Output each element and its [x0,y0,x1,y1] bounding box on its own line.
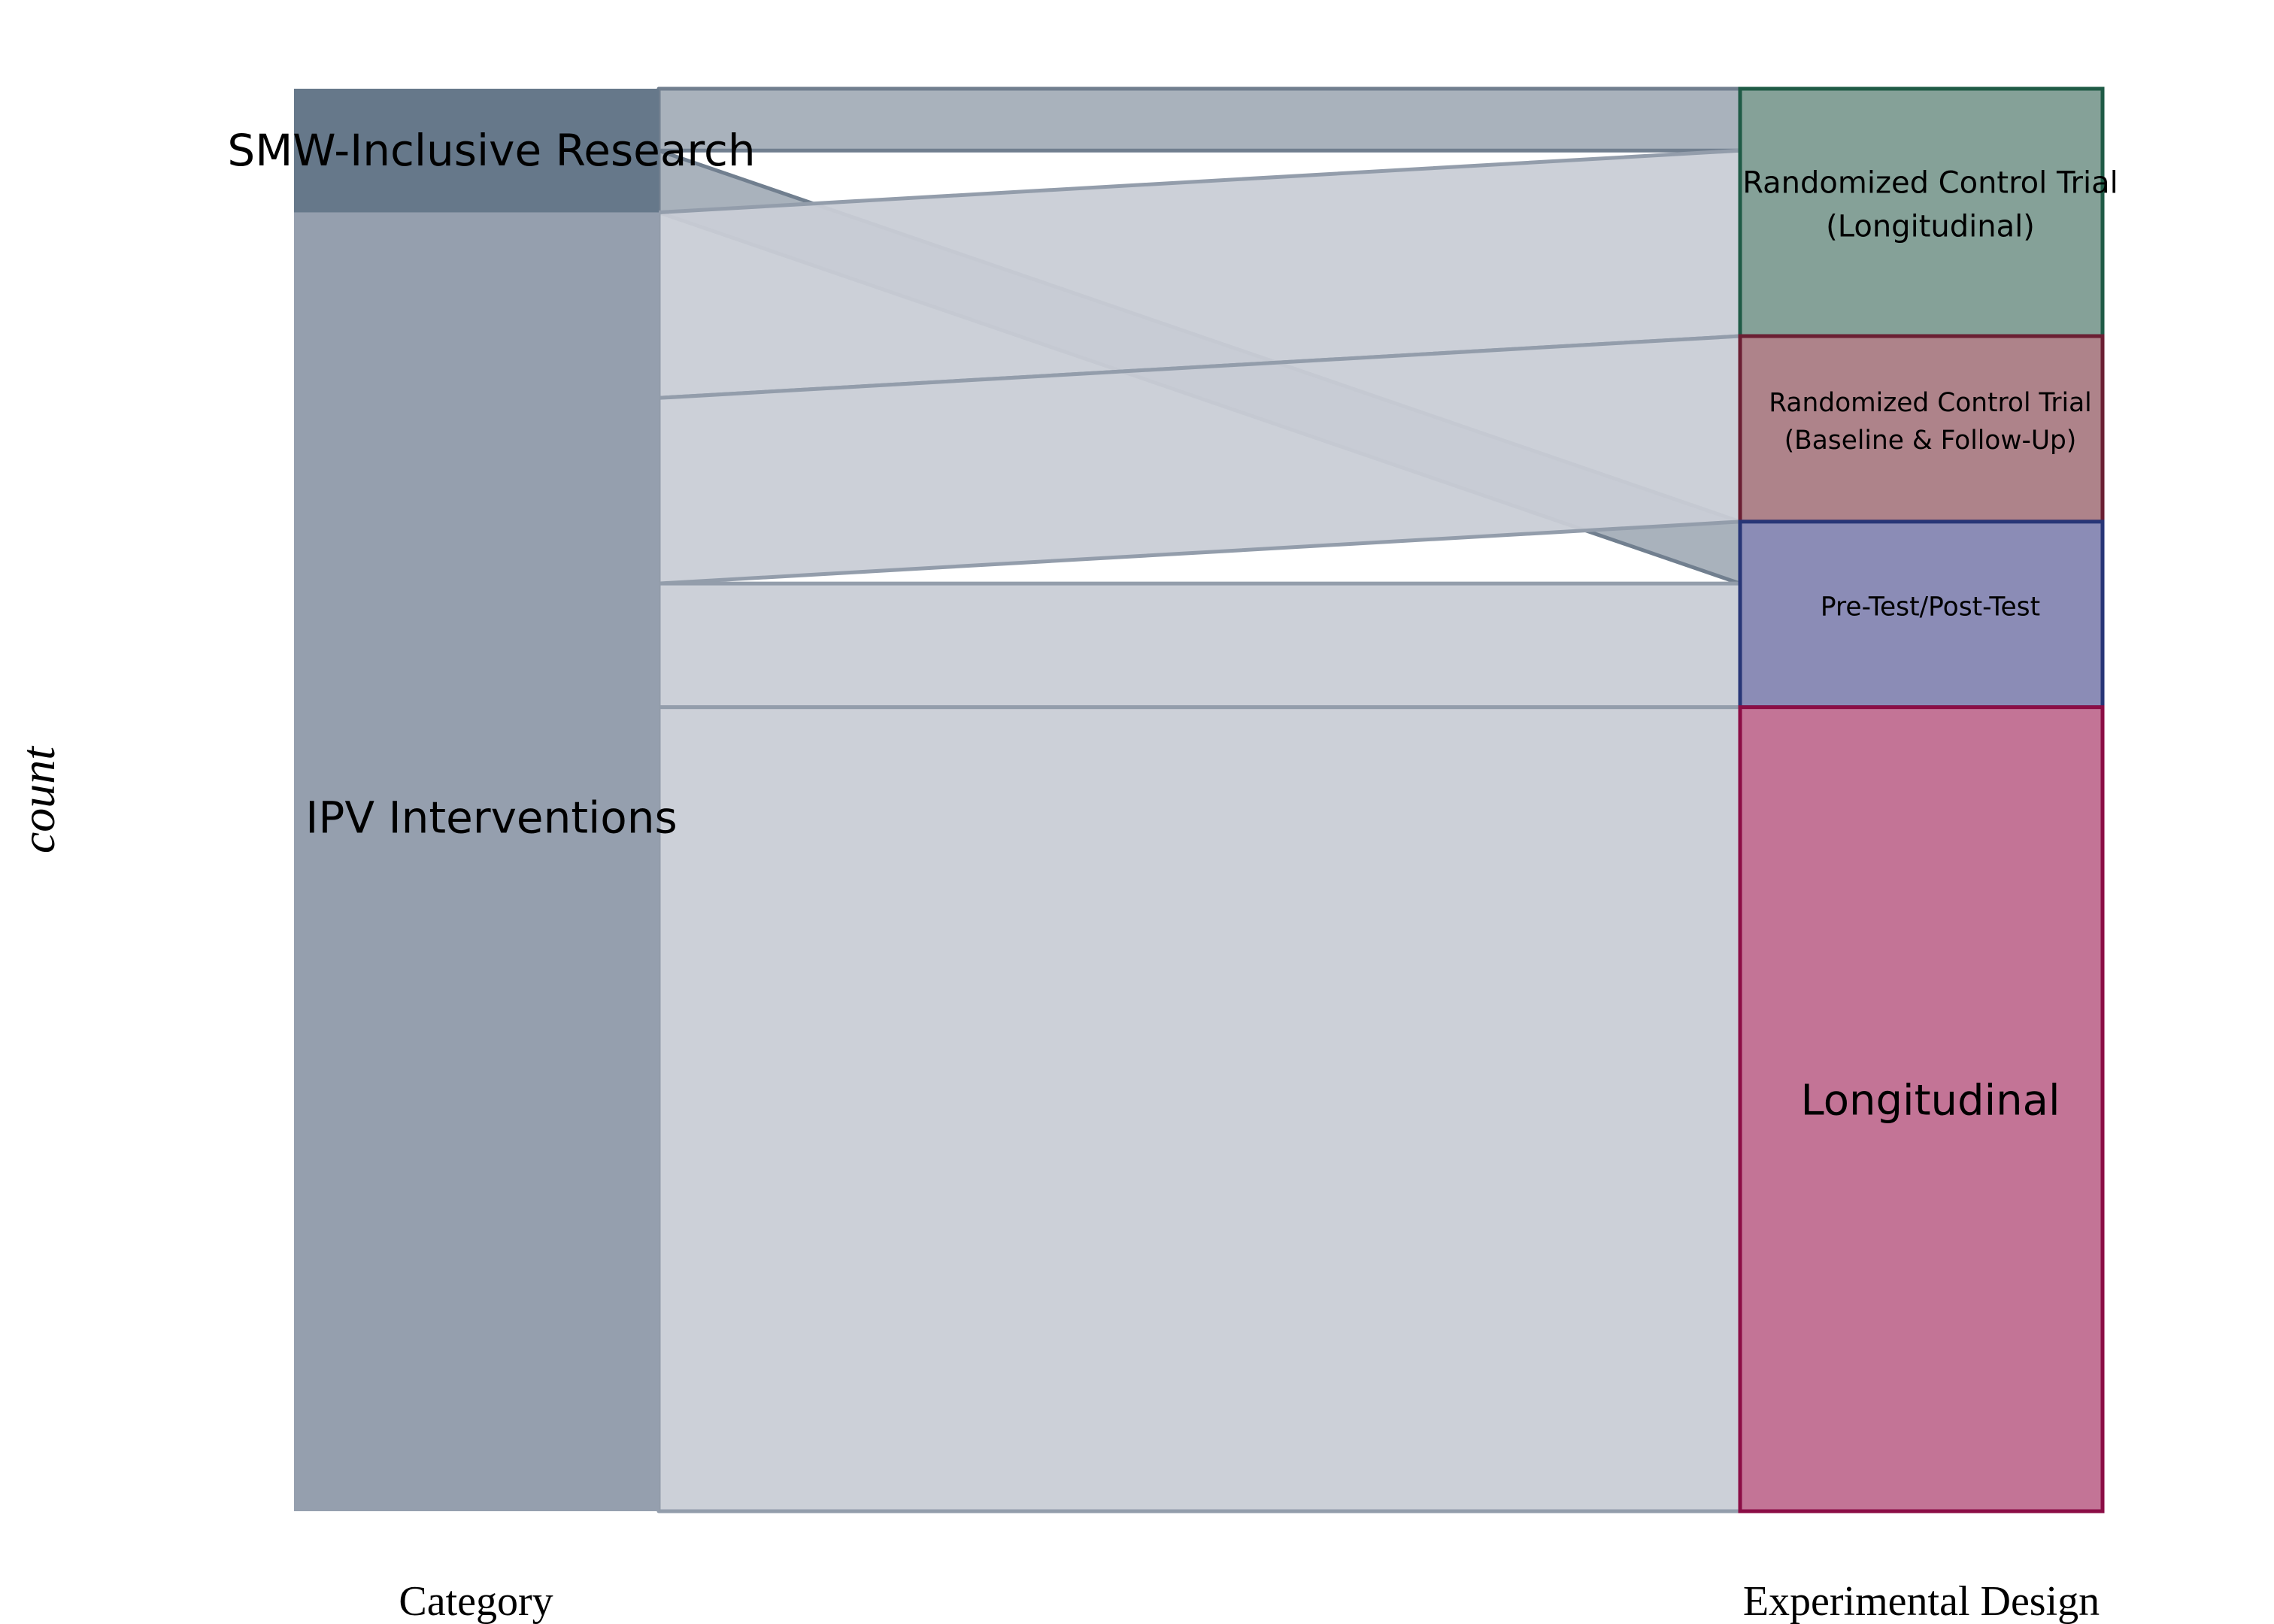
axis-label-category: Category [399,1578,553,1624]
stratum-ipv-interventions [294,212,659,1511]
y-axis-label: count [11,745,65,853]
right-axis-nodes [1738,86,2105,1513]
flow-ipv-interventions-to-pre-test-post-test [656,581,1742,710]
stratum-label-pre-test-post-test: Pre-Test/Post-Test [1821,592,2040,623]
axis-label-experimental-design: Experimental Design [1743,1578,2100,1624]
stratum-label-randomized-control-trial-baseline-follow-up-line-1: Randomized Control Trial [1769,388,2091,418]
stratum-label-longitudinal: Longitudinal [1801,1076,2060,1125]
stratum-label-randomized-control-trial-longitudinal-line-2: (Longitudinal) [1826,210,2035,244]
stratum-label-randomized-control-trial-longitudinal-line-1: Randomized Control Trial [1742,166,2118,201]
stratum-longitudinal [1738,705,2105,1513]
stratum-label-randomized-control-trial-baseline-follow-up-line-2: (Baseline & Follow-Up) [1784,426,2077,456]
flow-ipv-interventions-to-longitudinal [656,705,1742,1513]
stratum-label-ipv-interventions: IPV Interventions [305,792,677,843]
left-axis-nodes [294,89,659,1511]
stratum-label-smw-inclusive-research: SMW-Inclusive Research [227,125,755,176]
flow-smw-inclusive-research-to-randomized-control-trial-longitudinal [656,86,1742,153]
stratum-smw-inclusive-research [294,89,659,213]
flows-layer [656,86,1742,1513]
